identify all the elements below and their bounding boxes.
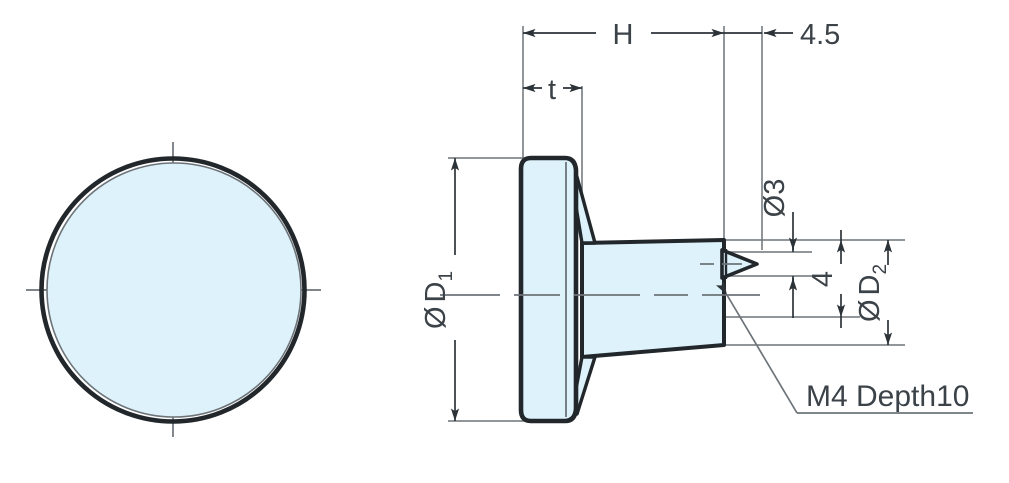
- thread-note-leader-line: [715, 280, 798, 414]
- dim-D1-label: ØD1: [420, 271, 457, 329]
- front-circular-view: [26, 142, 321, 437]
- dimension-H: H: [523, 19, 724, 51]
- front-view-inner-circle: [46, 162, 302, 418]
- dimension-4: 4: [807, 230, 846, 328]
- dim-D2-label: ØD2: [854, 264, 891, 322]
- front-view-outer-circle: [39, 156, 307, 424]
- dim-D1-label-group: ØD1: [420, 271, 457, 329]
- disc-flange-body: [518, 155, 579, 424]
- tapered-boss-body: [580, 238, 726, 359]
- dimension-4-5: 4.5: [724, 19, 840, 51]
- dim-t-label: t: [548, 74, 556, 106]
- dim-H-label: H: [613, 19, 634, 51]
- dimension-d3: Ø3: [759, 179, 798, 318]
- thread-note-annotation: M4 Depth10: [715, 280, 973, 414]
- dim-4-label: 4: [807, 271, 839, 287]
- thread-note-text: M4 Depth10: [806, 380, 969, 413]
- dim-45-label: 4.5: [800, 19, 840, 51]
- dim-4-label-group: 4: [807, 271, 839, 287]
- dim-D2-label-group: ØD2: [854, 264, 891, 322]
- side-section-view: [440, 26, 905, 424]
- dimension-D1: ØD1: [420, 158, 460, 421]
- dim-d3-label: Ø3: [759, 179, 791, 218]
- dimension-D2: ØD2: [854, 240, 893, 345]
- dimension-t: t: [523, 74, 582, 106]
- dim-d3-label-group: Ø3: [759, 179, 791, 218]
